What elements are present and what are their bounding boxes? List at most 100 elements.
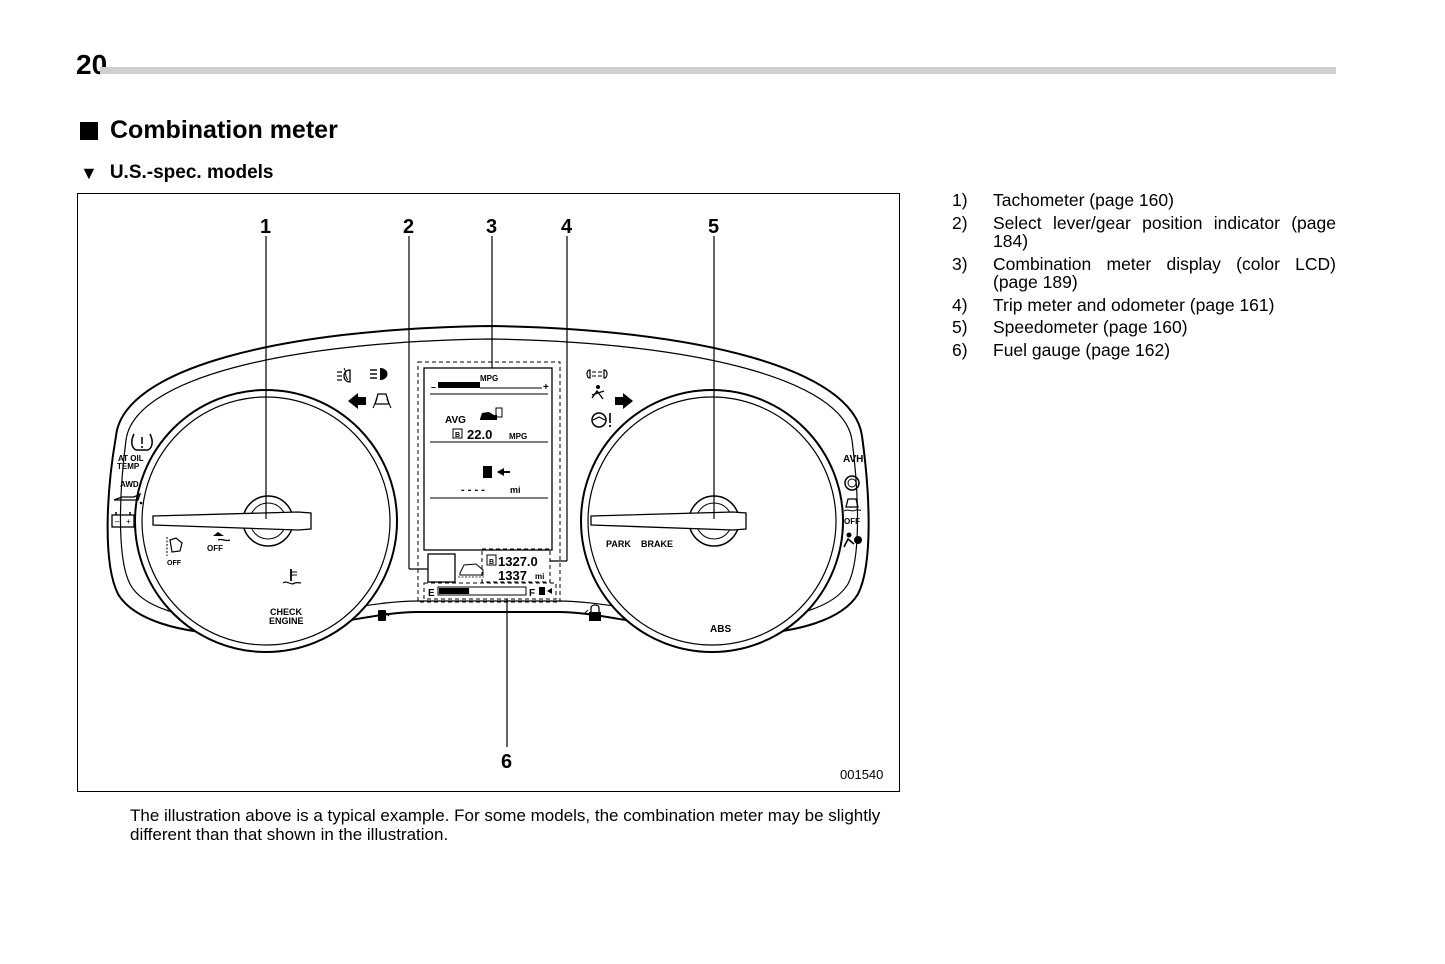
front-fog-icon (337, 367, 351, 383)
oil-pressure-icon (113, 492, 143, 505)
gear-indicator-box (427, 553, 456, 583)
legend-item: 6) Fuel gauge (page 162) (952, 339, 1336, 360)
at-oil-temp-label-1: AT OIL (118, 454, 144, 463)
legend-item: 1)Tachometer (page 160) (952, 191, 1336, 210)
airbag-icon (843, 532, 862, 548)
cluster-housing-outer (106, 324, 870, 636)
avg-value: 22.0 (467, 427, 492, 442)
legend-text: Speedometer (page 160) (993, 317, 1188, 337)
seatbelt-icon (591, 385, 605, 400)
callout-3: 3 (486, 216, 497, 238)
combination-meter-figure: MPG – + AVG B 22.0 MPG - - - - mi (77, 193, 900, 792)
legend-text: Select lever/gear position indicator (pa… (993, 212, 1336, 251)
range-unit: mi (510, 485, 521, 495)
check-engine-label-1: CHECK (270, 607, 303, 617)
triangle-bullet-icon: ▼ (80, 162, 98, 183)
speedometer-needle (590, 511, 747, 531)
range-fuel-icon (483, 466, 510, 478)
mpg-plus: + (543, 382, 549, 393)
vehicle-dynamics-icon (843, 498, 862, 512)
speedometer-ring-inner (587, 396, 837, 646)
odometer-unit: mi (535, 572, 544, 581)
tachometer-needle (152, 511, 312, 531)
mpg-label: MPG (480, 374, 498, 383)
figure-code: 001540 (840, 767, 883, 782)
legend-item: 4) Trip meter and odometer (page 161) (952, 294, 1336, 315)
high-beam-icon (370, 368, 388, 380)
legend-number: 1) (952, 190, 968, 210)
check-engine-label-2: ENGINE (269, 616, 304, 626)
legend-text: Combination meter display (color LCD) (p… (993, 253, 1336, 292)
callout-1: 1 (260, 216, 271, 238)
traction-off-label: OFF (207, 544, 223, 553)
header-rule (100, 67, 1336, 74)
right-turn-icon (615, 393, 633, 409)
traction-off-icon (213, 532, 231, 542)
range-value: - - - - (461, 484, 485, 496)
legend-text: Fuel gauge (page 162) (993, 339, 1171, 360)
trip-letter: B (489, 559, 494, 566)
combination-meter-illustration: MPG – + AVG B 22.0 MPG - - - - mi (106, 216, 883, 782)
brake-label: BRAKE (641, 539, 673, 549)
svg-text:–: – (115, 517, 120, 526)
page-number: 20 (76, 49, 108, 80)
eyesight-off-label: OFF (167, 560, 182, 567)
fuel-filler-icon (378, 610, 390, 621)
mpg-bar (438, 382, 480, 388)
engine-coolant-icon (282, 569, 302, 585)
callout-5: 5 (708, 216, 719, 238)
legend-number: 2) (952, 212, 968, 233)
avg-unit: MPG (509, 432, 527, 441)
left-turn-icon (348, 393, 366, 409)
legend-list: 1)Tachometer (page 160) 2) Select lever/g… (952, 191, 1336, 363)
legend-number: 4) (952, 294, 968, 315)
display-screen (423, 367, 553, 551)
fuel-gauge-track (437, 586, 527, 596)
position-lamp-icon (586, 369, 608, 379)
tire-pressure-icon (131, 433, 153, 451)
fuel-empty-label: E (428, 588, 435, 599)
battery-icon: – + (111, 512, 135, 528)
eco-car-icon (458, 563, 484, 578)
trip-value: 1327.0 (498, 554, 538, 569)
figure-caption: The illustration above is a typical exam… (130, 806, 881, 844)
brake-hold-icon (844, 475, 860, 491)
legend-number: 5) (952, 317, 968, 337)
odometer-value: 1337 (498, 568, 527, 583)
callout-6: 6 (501, 751, 512, 773)
section-heading: Combination meter (80, 116, 338, 145)
fuel-full-label: F (529, 588, 535, 599)
subsection-title: U.S.-spec. models (109, 162, 274, 183)
legend-number: 3) (952, 253, 968, 274)
fuel-gauge-dashed-box (423, 582, 557, 600)
steering-warning-icon (591, 412, 612, 428)
avg-trip-box (452, 428, 463, 439)
avg-trip-letter: B (455, 432, 460, 439)
svg-text:+: + (126, 517, 131, 526)
avg-label: AVG (445, 415, 466, 426)
avg-car-icon (480, 407, 503, 420)
at-oil-temp-label-2: TEMP (117, 462, 140, 471)
abs-label: ABS (710, 624, 731, 635)
trip-letter-box (486, 554, 497, 566)
legend-number: 6) (952, 339, 968, 360)
fuel-gauge-fill (439, 588, 470, 594)
legend-text: Trip meter and odometer (page 161) (993, 294, 1275, 315)
mpg-minus: – (431, 382, 436, 392)
section-title: Combination meter (110, 116, 338, 144)
avh-label: AVH (843, 454, 863, 465)
square-bullet-icon (80, 121, 98, 140)
display-dashed-outline (417, 361, 561, 603)
legend-item: 3) Combination meter display (color LCD) … (952, 253, 1336, 292)
fuel-pump-small-icon (539, 587, 552, 595)
eyesight-off-icon (166, 537, 183, 556)
park-label: PARK (606, 539, 631, 549)
callout-2: 2 (403, 216, 414, 238)
vdc-off-label: OFF (844, 517, 860, 526)
legend-item: 5) Speedometer (page 160) (952, 318, 1336, 337)
legend-item: 2) Select lever/gear position indicator (… (952, 212, 1336, 251)
subsection-heading: ▼ U.S.-spec. models (80, 162, 274, 184)
lane-keep-icon (372, 393, 392, 409)
callout-4: 4 (561, 216, 573, 238)
door-lock-icon (583, 604, 601, 621)
